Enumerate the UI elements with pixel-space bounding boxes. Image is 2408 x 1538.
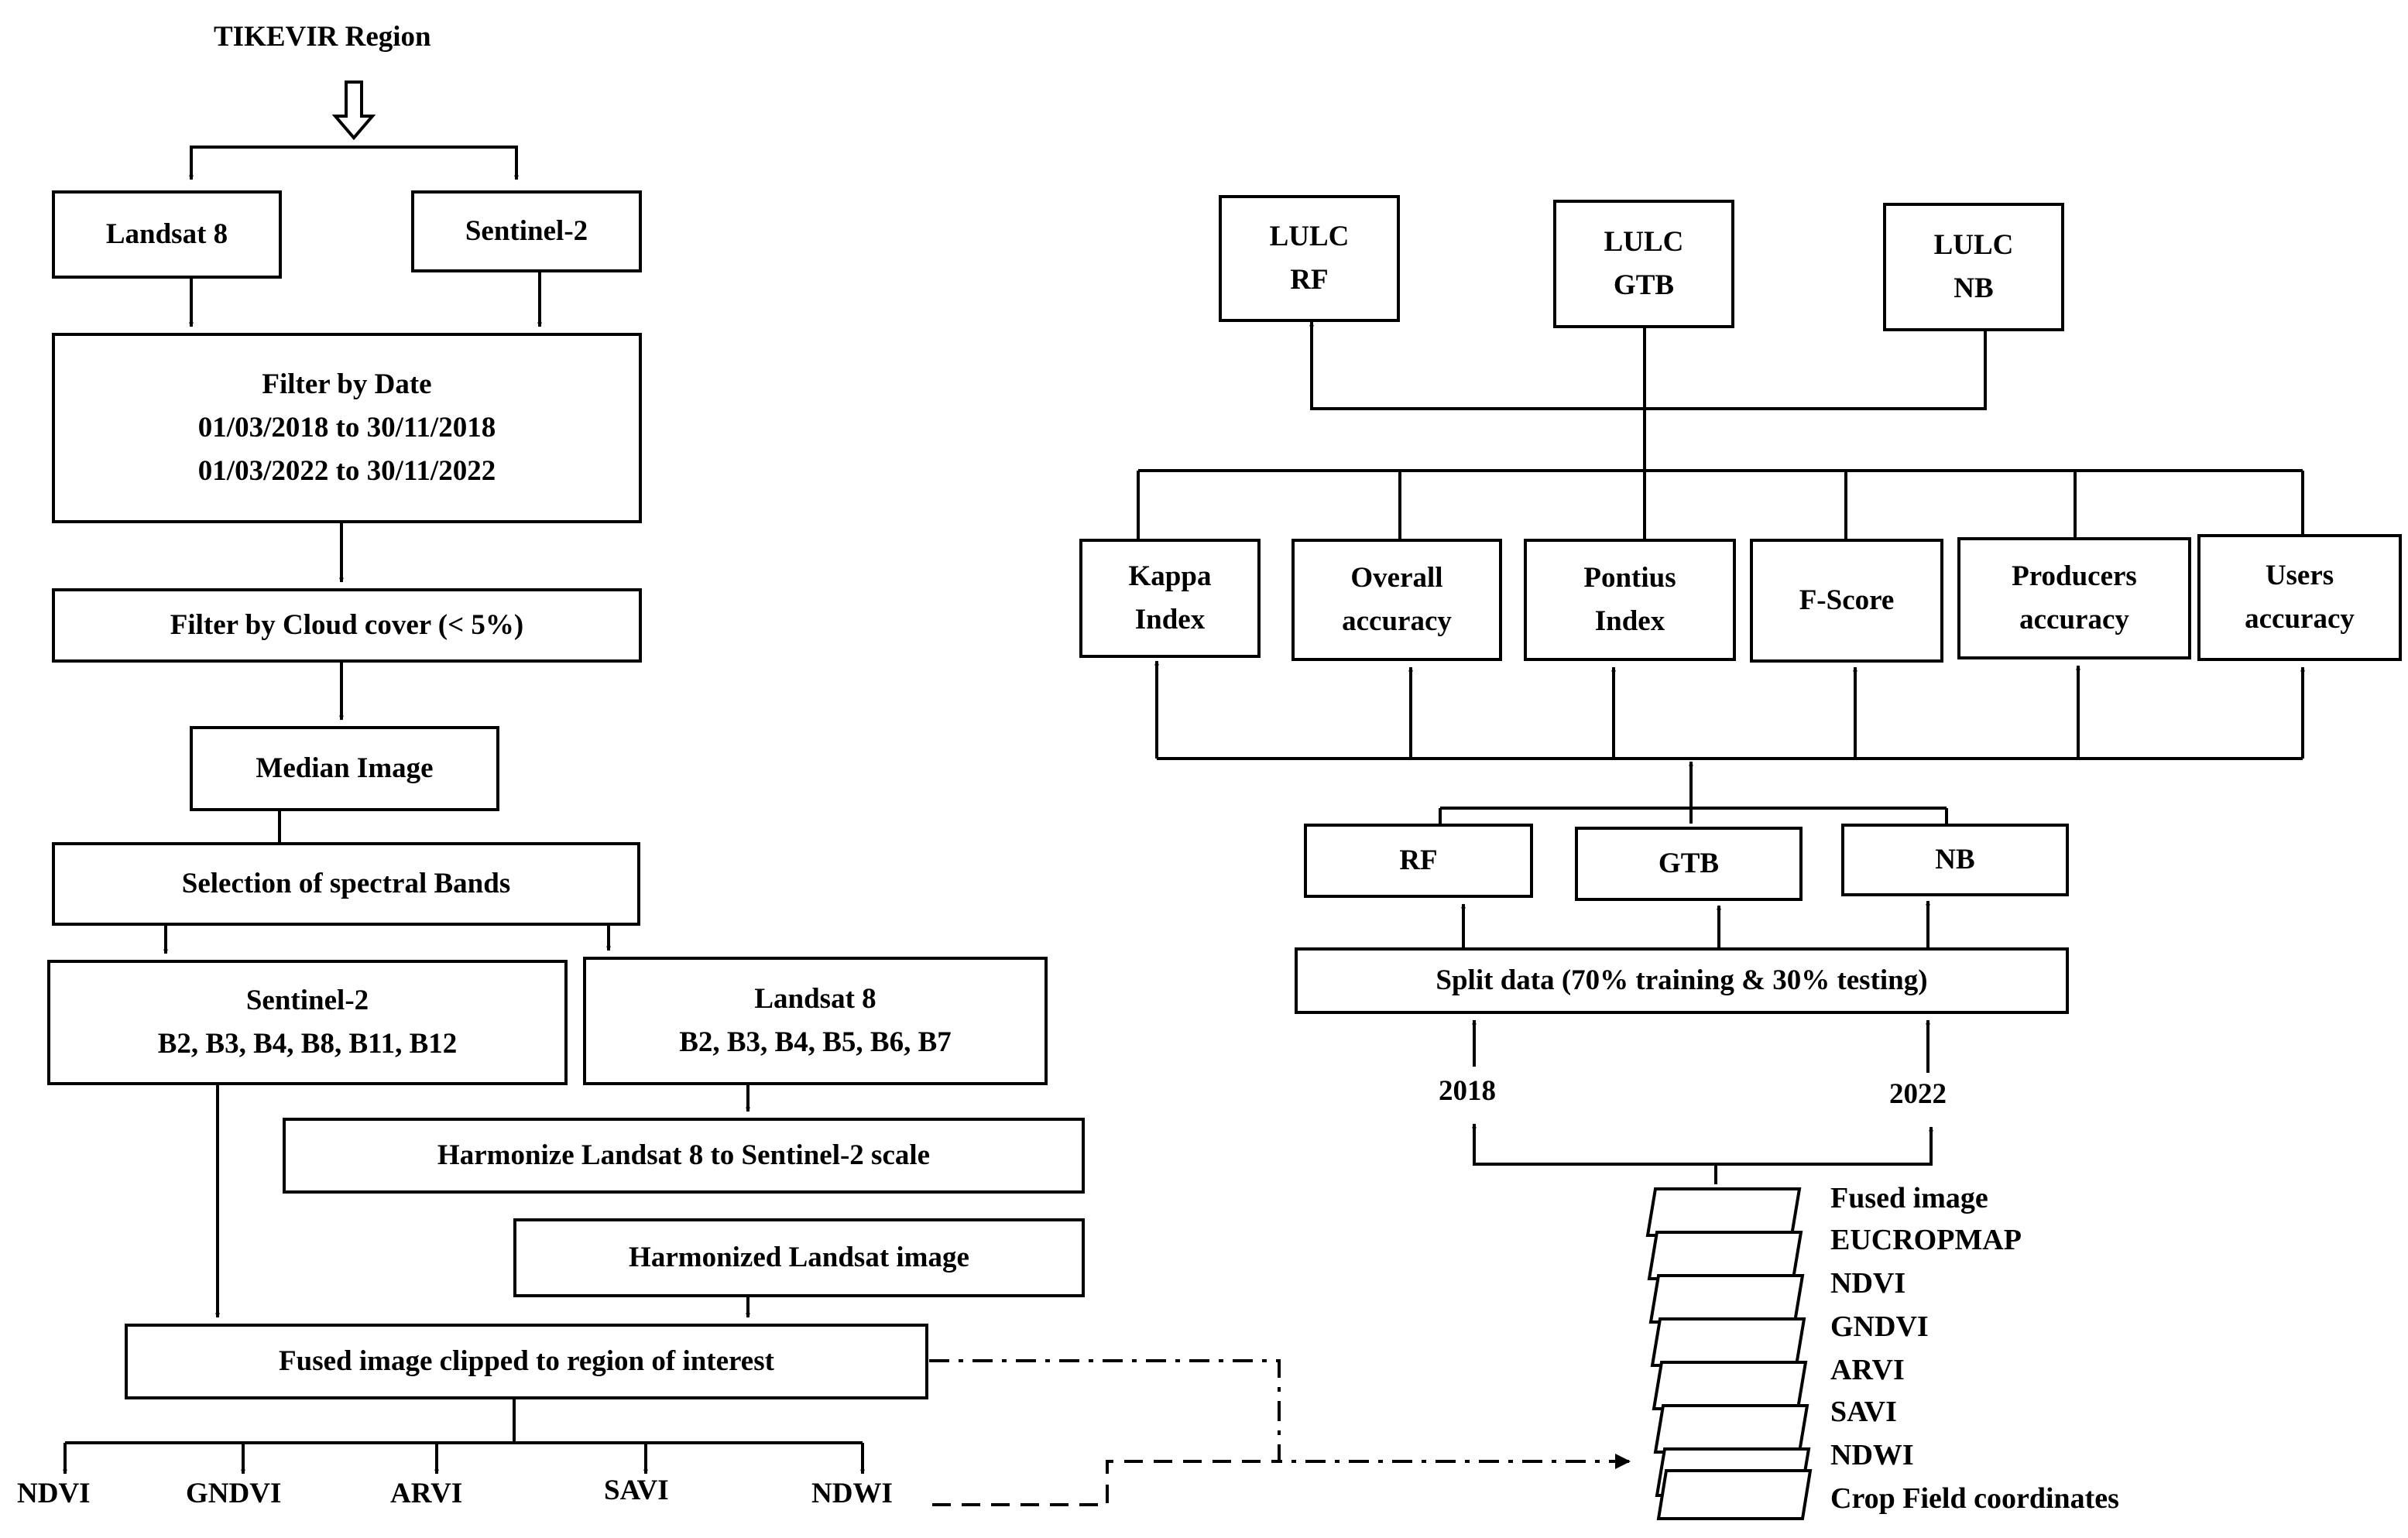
landsat8-source-label: Landsat 8 (105, 218, 228, 250)
indices-to-layers-dashed (932, 1460, 1279, 1506)
fused-clipped-label: Fused image clipped to region of interes… (279, 1345, 774, 1377)
selection-bands-label: Selection of spectral Bands (181, 868, 511, 899)
sentinel2-bands-list: B2, B3, B4, B8, B11, B12 (157, 1028, 458, 1060)
model-gtb-box: GTB (1575, 827, 1803, 901)
lulc-nb-line1: LULC (1933, 229, 2014, 261)
layer-label: SAVI (1830, 1396, 1897, 1428)
sentinel2-bands-name: Sentinel-2 (245, 985, 369, 1016)
layer-label: GNDVI (1830, 1310, 1929, 1343)
model-nb-label: NB (1935, 844, 1975, 875)
index-label-savi: SAVI (604, 1475, 669, 1506)
model-rf-box: RF (1304, 824, 1533, 898)
layer-label: ARVI (1830, 1354, 1905, 1386)
lulc-gtb-box: LULC GTB (1553, 200, 1734, 328)
layer-label: EUCROPMAP (1830, 1224, 2022, 1256)
region-title: TIKEVIR Region (214, 21, 431, 53)
metric-kappa-line2: Index (1134, 604, 1206, 635)
median-image-label: Median Image (256, 752, 434, 784)
split-to-sources (189, 146, 519, 180)
metric-pontius-box: Pontius Index (1524, 539, 1736, 661)
metric-overall-line2: accuracy (1342, 605, 1452, 637)
lulc-rf-line2: RF (1290, 264, 1329, 296)
metric-users-line2: accuracy (2245, 603, 2355, 635)
sentinel2-source-label: Sentinel-2 (465, 215, 588, 247)
metric-users-box: Users accuracy (2197, 534, 2402, 661)
layer-label: NDVI (1830, 1267, 1906, 1300)
layer-parallelogram (1652, 1361, 1808, 1410)
metric-fscore-line1: F-Score (1799, 584, 1895, 616)
harmonized-image-label: Harmonized Landsat image (629, 1242, 969, 1273)
lulc-gtb-line1: LULC (1604, 226, 1684, 258)
filter-cloud-label: Filter by Cloud cover (< 5%) (170, 609, 524, 641)
layer-parallelogram (1647, 1231, 1803, 1280)
harmonize-label: Harmonize Landsat 8 to Sentinel-2 scale (437, 1139, 931, 1171)
layer-label: NDWI (1830, 1439, 1914, 1471)
layer-parallelogram (1645, 1187, 1802, 1237)
date-range-2018: 01/03/2018 to 30/11/2018 (197, 412, 496, 444)
metric-fscore-box: F-Score (1750, 539, 1943, 663)
metric-kappa-box: Kappa Index (1079, 539, 1261, 658)
filter-by-date-box: Filter by Date 01/03/2018 to 30/11/2018 … (52, 333, 642, 523)
harmonize-box: Harmonize Landsat 8 to Sentinel-2 scale (283, 1118, 1085, 1194)
index-label-gndvi: GNDVI (186, 1478, 282, 1509)
lulc-rf-line1: LULC (1269, 221, 1350, 252)
landsat8-bands-list: B2, B3, B4, B5, B6, B7 (679, 1026, 952, 1058)
metric-producers-line1: Producers (2012, 560, 2137, 592)
year-label-2022: 2022 (1889, 1078, 1947, 1110)
index-label-arvi: ARVI (390, 1478, 463, 1509)
layer-parallelogram (1656, 1469, 1813, 1520)
layer-parallelogram (1650, 1317, 1806, 1367)
lulc-nb-box: LULC NB (1883, 203, 2064, 331)
metric-pontius-line2: Index (1594, 605, 1665, 637)
split-data-label: Split data (70% training & 30% testing) (1436, 964, 1928, 996)
model-rf-label: RF (1399, 844, 1438, 876)
lulc-nb-line2: NB (1953, 272, 1994, 304)
metric-overall-box: Overall accuracy (1291, 539, 1502, 661)
split-data-box: Split data (70% training & 30% testing) (1295, 947, 2069, 1014)
lulc-bus (1309, 321, 1988, 410)
sentinel2-bands-box: Sentinel-2 B2, B3, B4, B8, B11, B12 (47, 960, 568, 1085)
index-label-ndvi: NDVI (17, 1478, 91, 1509)
hollow-down-arrow (331, 80, 376, 141)
fused-clipped-box: Fused image clipped to region of interes… (125, 1324, 928, 1399)
model-gtb-label: GTB (1658, 848, 1720, 879)
layer-parallelogram (1648, 1274, 1805, 1324)
metric-overall-line1: Overall (1350, 562, 1443, 594)
date-range-2022: 01/03/2022 to 30/11/2022 (197, 455, 496, 487)
metric-producers-line2: accuracy (2019, 604, 2129, 635)
landsat8-bands-box: Landsat 8 B2, B3, B4, B5, B6, B7 (583, 957, 1048, 1085)
selection-bands-box: Selection of spectral Bands (52, 842, 640, 926)
layer-parallelogram (1653, 1404, 1809, 1454)
lulc-gtb-line2: GTB (1613, 269, 1675, 301)
harmonized-image-box: Harmonized Landsat image (513, 1218, 1085, 1297)
layer-stack (1645, 1187, 1813, 1520)
metric-producers-box: Producers accuracy (1957, 537, 2191, 659)
layer-label: Fused image (1830, 1182, 1988, 1214)
layers-to-years (1472, 1123, 1933, 1166)
metric-pontius-line1: Pontius (1583, 562, 1676, 594)
sentinel2-source-box: Sentinel-2 (411, 190, 642, 272)
metric-kappa-line1: Kappa (1128, 560, 1212, 592)
landsat8-source-box: Landsat 8 (52, 190, 282, 279)
median-image-box: Median Image (190, 726, 499, 811)
index-label-ndwi: NDWI (811, 1478, 893, 1509)
filter-by-date-heading: Filter by Date (262, 368, 432, 400)
model-nb-box: NB (1841, 824, 2069, 896)
landsat8-bands-name: Landsat 8 (754, 983, 876, 1015)
filter-cloud-box: Filter by Cloud cover (< 5%) (52, 588, 642, 663)
year-label-2018: 2018 (1439, 1075, 1496, 1107)
metric-users-line1: Users (2265, 560, 2334, 591)
lulc-rf-box: LULC RF (1219, 195, 1400, 322)
layer-label: Crop Field coordinates (1830, 1482, 2119, 1515)
fused-to-layers-dashdot (929, 1359, 1631, 1469)
